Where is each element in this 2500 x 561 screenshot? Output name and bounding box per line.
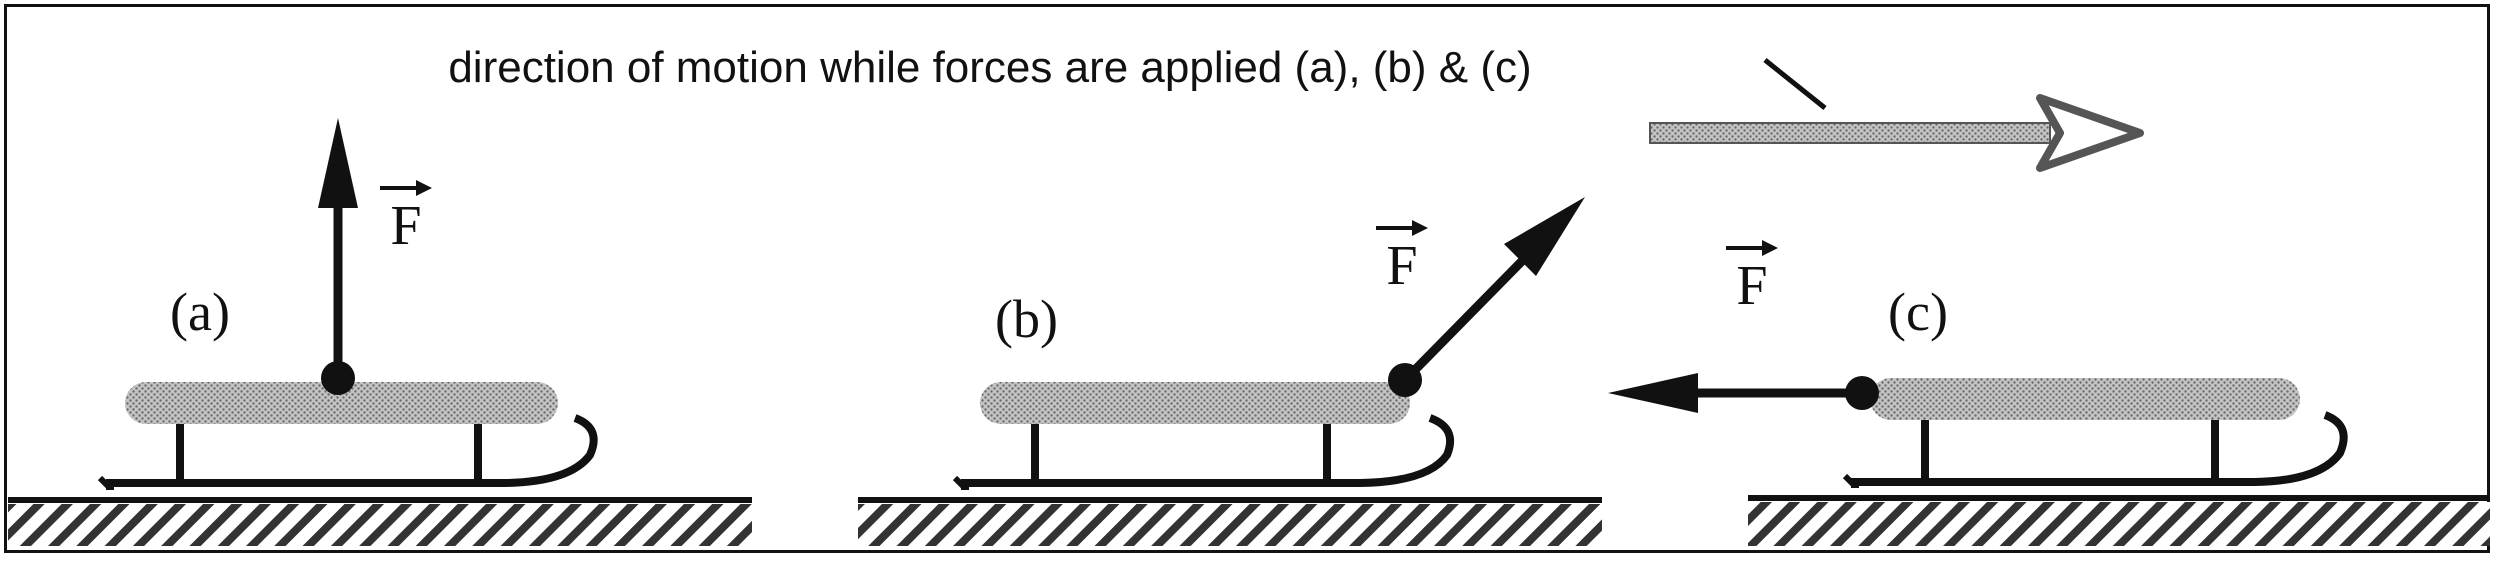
- force-label-c: F: [1722, 238, 1782, 314]
- force-label-a: F: [376, 178, 436, 254]
- vector-arrow-icon: [380, 180, 432, 196]
- diagram-border: [4, 4, 2490, 553]
- label-b: (b): [995, 289, 1058, 349]
- ground-b: [858, 497, 1602, 546]
- force-symbol: F: [1386, 235, 1418, 297]
- force-arrow-c: [1608, 373, 1879, 413]
- motion-caption: direction of motion while forces are app…: [448, 43, 1532, 92]
- sled-c: [1842, 378, 2348, 489]
- force-label-b: F: [1372, 218, 1432, 294]
- vector-arrow-icon: [1376, 220, 1428, 236]
- vector-arrow-icon: [1726, 240, 1778, 256]
- ground-a: [8, 497, 752, 546]
- force-arrow-a: [318, 118, 358, 395]
- ground-c: [1748, 495, 2490, 546]
- motion-direction-arrow: [1649, 58, 2144, 172]
- label-c: (c): [1888, 282, 1948, 342]
- sled-b: [952, 382, 1455, 491]
- label-a: (a): [170, 282, 230, 342]
- force-symbol: F: [1736, 255, 1768, 317]
- force-arrow-b: [1388, 197, 1585, 397]
- motion-tick-mark: [1763, 58, 1827, 110]
- force-symbol: F: [390, 195, 422, 257]
- sled-a: [97, 382, 598, 491]
